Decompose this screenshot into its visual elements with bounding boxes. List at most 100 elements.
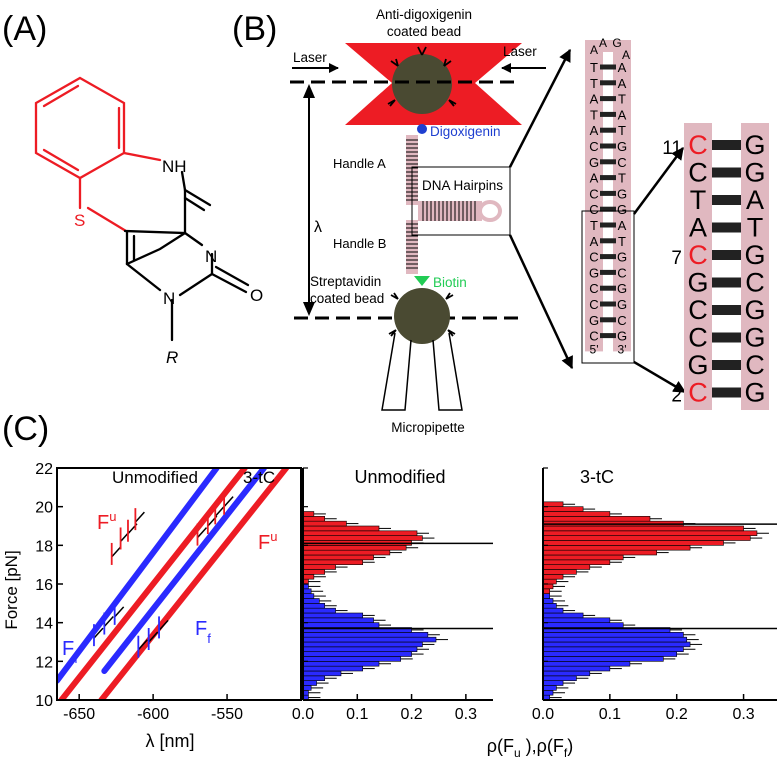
hist-bar-red bbox=[302, 535, 423, 541]
transition-marker bbox=[214, 505, 225, 517]
seq-base-left: T bbox=[590, 107, 598, 122]
seq-base-left: A bbox=[590, 234, 599, 249]
panel-label-b: (B) bbox=[232, 10, 277, 48]
hist-bar-red bbox=[302, 530, 418, 536]
hist-x-tick-label: 0.2 bbox=[666, 706, 688, 723]
label-bead-top-1: Anti-digoxigenin bbox=[376, 7, 472, 22]
seq-base-right: G bbox=[617, 329, 627, 344]
y-axis-label: Force [pN] bbox=[2, 550, 21, 629]
seq-base-right: A bbox=[618, 107, 627, 122]
hist-bar-red bbox=[542, 545, 691, 551]
hist-bar-blue bbox=[542, 617, 611, 623]
bottom-bead bbox=[394, 288, 450, 344]
label-micropipette: Micropipette bbox=[391, 420, 465, 435]
hist-bar-red bbox=[542, 506, 584, 512]
hist-bar-red bbox=[542, 588, 550, 594]
hist-bar-blue bbox=[542, 622, 624, 628]
hist-bar-red bbox=[302, 559, 364, 565]
hist-bar-red bbox=[302, 511, 315, 517]
seq-base-right: G bbox=[617, 281, 627, 296]
zoom-position-number: 2 bbox=[671, 386, 682, 407]
strand-right-band bbox=[613, 44, 631, 352]
hist-bar-blue bbox=[302, 622, 380, 628]
force-trace bbox=[98, 468, 290, 700]
x-tick-label: -600 bbox=[137, 706, 169, 723]
label-biotin: Biotin bbox=[433, 275, 467, 290]
hist-bar-blue bbox=[302, 632, 429, 638]
plot-frame bbox=[56, 467, 302, 701]
hist-x-tick-label: 0.1 bbox=[346, 706, 368, 723]
hist-bar-blue bbox=[302, 656, 402, 662]
strand-left-band bbox=[585, 44, 603, 352]
hist-x-tick-label: 0.1 bbox=[599, 706, 621, 723]
transition-marker bbox=[111, 546, 122, 558]
hist-bar-red bbox=[302, 574, 315, 580]
transition-marker bbox=[134, 511, 145, 523]
force-trace bbox=[58, 468, 248, 700]
zoom-right-band bbox=[741, 123, 769, 410]
zoom-base-left: C bbox=[688, 158, 708, 188]
label-bead-bottom-1: Streptavidin bbox=[310, 274, 381, 289]
zoom-left-band bbox=[684, 123, 712, 410]
zoom-base-right: G bbox=[744, 240, 765, 270]
seq-bond bbox=[600, 159, 616, 165]
seq-base-left: T bbox=[590, 76, 598, 91]
hist-bar-red bbox=[302, 564, 336, 570]
panel-label-a: (A) bbox=[2, 10, 47, 48]
hist-bar-red bbox=[542, 569, 577, 575]
transition-marker bbox=[158, 619, 169, 631]
zoom-base-left: C bbox=[688, 378, 708, 408]
label-laser-right: Laser bbox=[503, 44, 537, 59]
loop-base: A bbox=[590, 43, 598, 57]
seq-bond bbox=[600, 269, 616, 275]
seq-base-left: T bbox=[590, 218, 598, 233]
atom-s: S bbox=[74, 211, 85, 230]
label-bead-top-2: coated bead bbox=[387, 24, 461, 39]
zoom-base-right: G bbox=[744, 295, 765, 325]
hist-bar-blue bbox=[542, 680, 564, 686]
zoom-position-number: 7 bbox=[671, 248, 682, 269]
transition-marker bbox=[93, 627, 104, 639]
hist-bar-blue bbox=[302, 661, 380, 667]
label-handle-b: Handle B bbox=[333, 236, 386, 251]
seq-base-right: C bbox=[617, 155, 626, 170]
zoom-base-left: G bbox=[687, 268, 708, 298]
seq-base-right: T bbox=[618, 234, 626, 249]
hist-bar-red bbox=[542, 574, 564, 580]
ff-label-1: Ff bbox=[62, 638, 78, 666]
transition-marker bbox=[114, 606, 125, 618]
hist-bar-blue bbox=[542, 685, 557, 691]
seq-base-right: G bbox=[617, 250, 627, 265]
seq-base-left: G bbox=[589, 265, 599, 280]
seq-base-left: A bbox=[590, 123, 599, 138]
zoom-bond bbox=[712, 167, 741, 178]
annotation-3tc: 3-tC bbox=[243, 468, 275, 487]
y-tick-label: 18 bbox=[35, 538, 53, 555]
seq-bond bbox=[600, 143, 616, 149]
hist-bar-red bbox=[302, 549, 391, 556]
zoom-bond bbox=[712, 360, 741, 370]
hist-bar-red bbox=[302, 520, 347, 527]
atom-n-ring: N bbox=[205, 247, 217, 266]
hairpin-box bbox=[411, 166, 511, 236]
seq-base-left: C bbox=[589, 202, 598, 217]
fu-label-2: Fu bbox=[258, 529, 277, 554]
label-lambda: λ bbox=[314, 219, 322, 236]
hist-bar-red bbox=[542, 525, 744, 532]
hist-x-tick-label: 0.0 bbox=[292, 706, 314, 723]
zoom-bond bbox=[712, 387, 741, 398]
hist-bar-red bbox=[542, 516, 651, 522]
hist-bar-red bbox=[542, 578, 557, 585]
label-bead-bottom-2: coated bead bbox=[310, 291, 384, 306]
digoxigenin-dot bbox=[417, 124, 427, 134]
hist-bar-blue bbox=[542, 603, 557, 609]
seq-base-right: G bbox=[617, 297, 627, 312]
zoom-base-right: G bbox=[744, 130, 765, 160]
zoom-bond bbox=[712, 305, 741, 315]
hist-bar-red bbox=[542, 583, 554, 590]
hist-bar-blue bbox=[542, 661, 631, 667]
